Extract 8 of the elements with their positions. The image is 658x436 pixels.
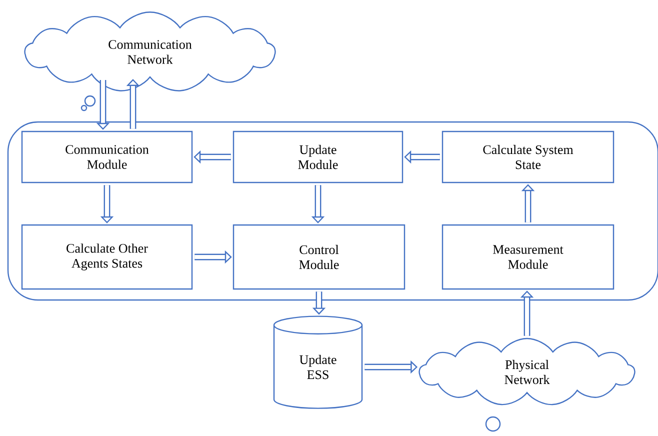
module-box: Calculate Other Agents States [21,224,193,290]
database-cylinder: Update ESS [273,316,363,409]
module-box: Communication Module [21,130,193,184]
module-box: Update Module [232,130,404,184]
module-box: Calculate System State [442,130,614,184]
module-box: Control Module [232,224,406,290]
module-group-frame [7,121,658,301]
module-box: Measurement Module [442,224,614,290]
